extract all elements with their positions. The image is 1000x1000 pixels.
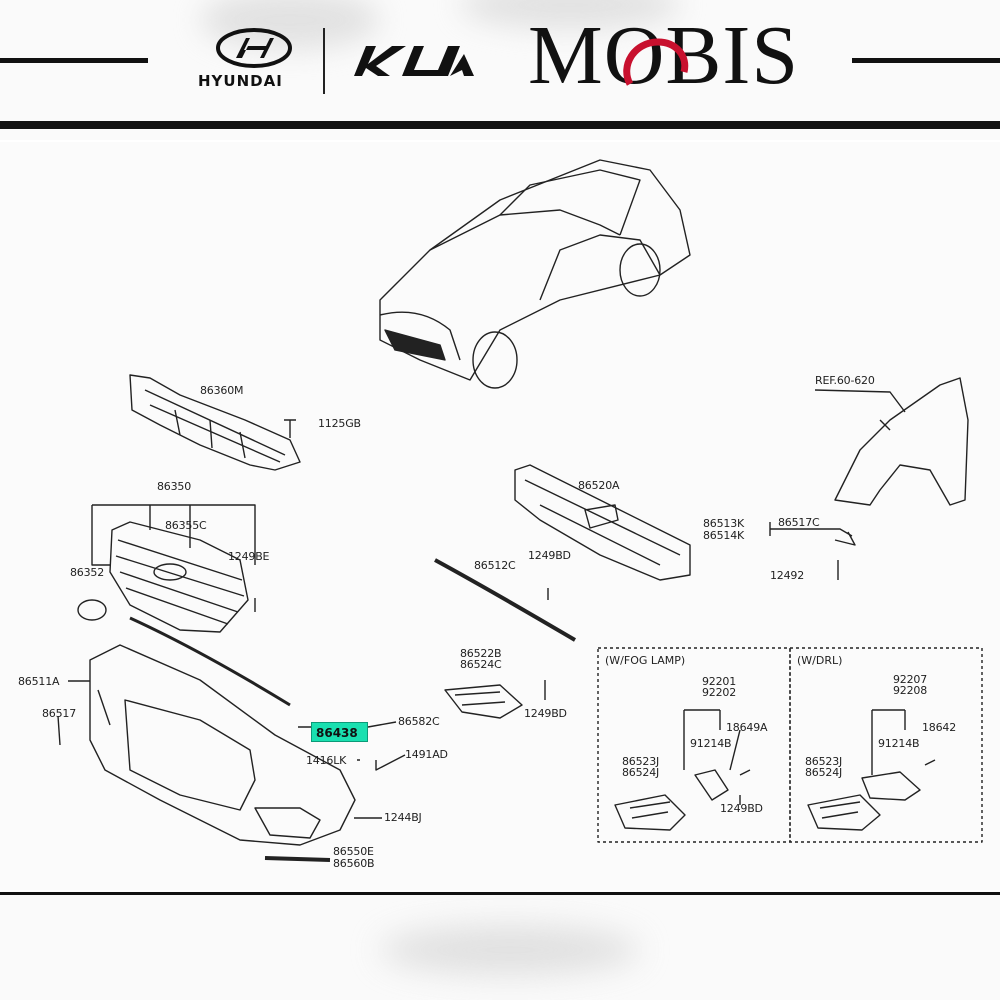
fog-box-title: (W/FOG LAMP) (605, 654, 686, 667)
ref-label[interactable]: REF.60-620 (815, 374, 875, 387)
part-label[interactable]: 86511A (18, 675, 60, 688)
part-label[interactable]: 1244BJ (384, 811, 422, 824)
lip-strip-icon (129, 616, 291, 707)
banner-bottom-rule (0, 121, 1000, 129)
part-label[interactable]: 92202 (702, 686, 736, 699)
ref-leader (814, 389, 906, 413)
part-label[interactable]: 92207 (893, 673, 927, 686)
kia-logo (352, 40, 477, 80)
fog-lamp-icon (694, 769, 751, 805)
brand-divider (323, 28, 325, 94)
part-label[interactable]: 86524C (460, 658, 502, 671)
parts-diagram (0, 142, 1000, 890)
part-label[interactable]: 91214B (690, 737, 732, 750)
bolt-icon (284, 419, 296, 438)
emblem-icon (77, 599, 107, 621)
mobis-wordmark: MOBIS (528, 9, 800, 102)
part-label[interactable]: 12492 (770, 569, 804, 582)
part-label[interactable]: 86522B (460, 647, 502, 660)
drl-box-title: (W/DRL) (797, 654, 843, 667)
lower-strip-icon (264, 856, 331, 862)
part-label[interactable]: 86513K (703, 517, 745, 530)
bumper-side-cover-icon (444, 684, 523, 719)
bracket-icon (834, 531, 856, 546)
part-label[interactable]: 1249BE (228, 550, 270, 563)
part-label[interactable]: 86582C (398, 715, 440, 728)
part-label[interactable]: 91214B (878, 737, 920, 750)
part-label[interactable]: 92201 (702, 675, 736, 688)
part-label[interactable]: 86520A (578, 479, 620, 492)
grille-bracket-icon (129, 374, 301, 471)
bottom-blur-strip (0, 895, 1000, 1000)
part-label[interactable]: 86514K (703, 529, 745, 542)
car-illustration-icon (379, 159, 691, 389)
mobis-o-accent-icon (623, 38, 689, 86)
part-label[interactable]: 86523J (805, 755, 843, 768)
drl-lamp-icon (861, 759, 936, 801)
fog-cover-icon (614, 794, 686, 831)
part-label[interactable]: 86517 (42, 707, 76, 720)
part-label[interactable]: 1249BD (720, 802, 763, 815)
part-label[interactable]: 1416LK (306, 754, 347, 767)
part-label[interactable]: 86355C (165, 519, 207, 532)
part-label[interactable]: 18642 (922, 721, 956, 734)
part-label[interactable]: 18649A (726, 721, 768, 734)
part-label[interactable]: 1249BD (528, 549, 571, 562)
part-label[interactable]: 86350 (157, 480, 191, 493)
drl-cover-icon (807, 794, 881, 831)
front-bumper-icon (89, 644, 356, 846)
banner-line-left (0, 58, 148, 63)
front-fender-icon (834, 377, 969, 506)
hyundai-logo (214, 28, 294, 68)
part-label[interactable]: 1249BD (524, 707, 567, 720)
part-label[interactable]: 86352 (70, 566, 104, 579)
highlighted-part-label[interactable]: 86438 (311, 722, 368, 742)
part-label[interactable]: 86524J (622, 766, 660, 779)
part-label[interactable]: 1491AD (405, 748, 448, 761)
part-label[interactable]: 86360M (200, 384, 244, 397)
part-label[interactable]: 86550E (333, 845, 374, 858)
energy-absorber-icon (514, 464, 691, 581)
part-label[interactable]: 86523J (622, 755, 660, 768)
radiator-grille-icon (109, 521, 249, 633)
part-label[interactable]: 86517C (778, 516, 820, 529)
beam-strip-icon (434, 558, 577, 642)
part-label[interactable]: 92208 (893, 684, 927, 697)
part-label[interactable]: 1125GB (318, 417, 361, 430)
part-label[interactable]: 86560B (333, 857, 375, 870)
banner-line-right (852, 58, 1000, 63)
part-label[interactable]: 86512C (474, 559, 516, 572)
part-label[interactable]: 86524J (805, 766, 843, 779)
hyundai-wordmark: HYUNDAI (198, 72, 283, 90)
brand-banner: HYUNDAI MOBIS (0, 0, 1000, 140)
